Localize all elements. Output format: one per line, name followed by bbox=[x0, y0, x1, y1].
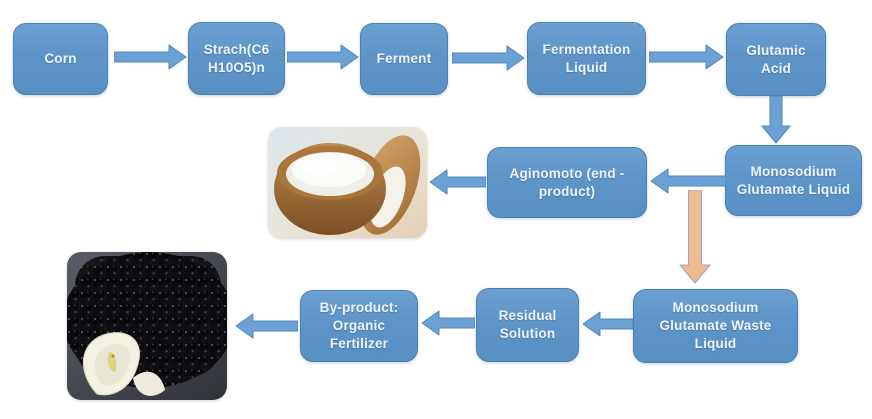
node-corn: Corn bbox=[13, 23, 108, 95]
node-residual-solution-label: Residual Solution bbox=[498, 308, 557, 341]
node-aginomoto-label: Aginomoto (end - product) bbox=[509, 165, 625, 199]
node-aginomoto: Aginomoto (end - product) bbox=[487, 147, 647, 218]
node-starch: Strach(C6 H10O5)n bbox=[188, 22, 285, 95]
node-corn-label: Corn bbox=[44, 51, 77, 67]
arrow-msg-liquid-to-waste-liquid-icon bbox=[679, 190, 711, 284]
arrow-ferment-to-fermentation-liquid-icon bbox=[452, 45, 525, 71]
node-glutamic-acid: Glutamic Acid bbox=[726, 23, 826, 96]
arrow-waste-liquid-to-residual-solution-icon bbox=[582, 311, 633, 337]
node-ferment-label: Ferment bbox=[376, 51, 432, 67]
arrow-corn-to-starch-icon bbox=[114, 44, 187, 70]
arrow-glutamic-acid-to-msg-liquid-icon bbox=[761, 96, 791, 144]
node-msg-waste-liquid-label: Monosodium Glutamate Waste Liquid bbox=[659, 300, 772, 351]
arrow-starch-to-ferment-icon bbox=[287, 44, 359, 70]
node-byproduct-fertilizer-label: By-product: Organic Fertilizer bbox=[319, 300, 399, 351]
node-fermentation-liquid: Fermentation Liquid bbox=[527, 22, 646, 95]
aginomoto-product-image bbox=[268, 127, 427, 238]
arrow-fermentation-liquid-to-glutamic-acid-icon bbox=[649, 44, 724, 70]
organic-fertilizer-image bbox=[67, 252, 227, 400]
arrow-residual-solution-to-byproduct-icon bbox=[421, 310, 475, 336]
arrow-aginomoto-to-product-image-icon bbox=[429, 169, 486, 195]
node-fermentation-liquid-label: Fermentation Liquid bbox=[542, 41, 631, 75]
node-msg-liquid: Monosodium Glutamate Liquid bbox=[725, 145, 862, 216]
node-residual-solution: Residual Solution bbox=[476, 288, 579, 362]
node-msg-waste-liquid: Monosodium Glutamate Waste Liquid bbox=[633, 289, 798, 363]
node-ferment: Ferment bbox=[360, 23, 448, 95]
node-starch-label: Strach(C6 H10O5)n bbox=[203, 41, 270, 75]
node-msg-liquid-label: Monosodium Glutamate Liquid bbox=[736, 163, 851, 197]
node-glutamic-acid-label: Glutamic Acid bbox=[746, 42, 806, 76]
arrow-byproduct-to-fertilizer-image-icon bbox=[235, 313, 298, 339]
calla-lily-flower bbox=[83, 332, 165, 396]
arrow-msg-liquid-to-aginomoto-icon bbox=[650, 168, 726, 194]
node-byproduct-fertilizer: By-product: Organic Fertilizer bbox=[300, 290, 418, 362]
